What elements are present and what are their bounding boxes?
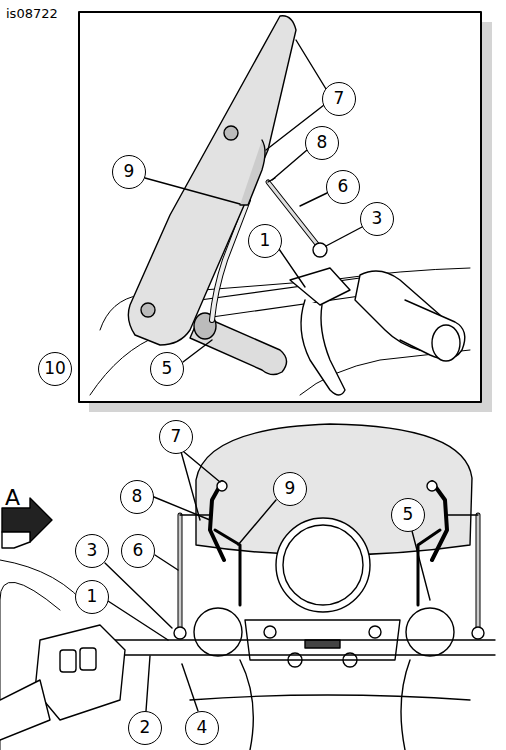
callout-number: 8 (305, 126, 339, 160)
callout-number: 5 (150, 352, 184, 386)
view-letter: A (5, 486, 20, 510)
callout-number: 6 (326, 170, 360, 204)
callout-number: 2 (128, 711, 162, 745)
callout-number: 7 (159, 420, 193, 454)
figure-code: is08722 (6, 6, 58, 22)
callout-number: 9 (273, 472, 307, 506)
callout-number: 3 (360, 202, 394, 236)
callout-number: 5 (391, 498, 425, 532)
callout-number: 3 (75, 534, 109, 568)
callout-number: 9 (112, 155, 146, 189)
callout-number: 7 (322, 82, 356, 116)
callout-number: 1 (75, 580, 109, 614)
callout-number: 10 (38, 352, 72, 386)
callout-number: 1 (248, 224, 282, 258)
callout-number: 6 (121, 534, 155, 568)
callout-number: 4 (185, 711, 219, 745)
callout-number: 8 (120, 480, 154, 514)
